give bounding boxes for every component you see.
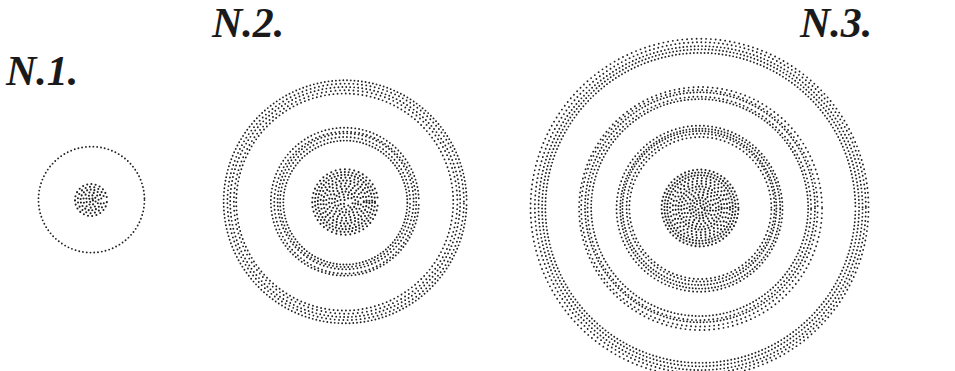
dot-ring [617,126,783,292]
dot-ring [274,132,416,274]
dot-ring [591,99,808,316]
dot-ring [335,192,356,213]
dot-ring [283,141,407,265]
dot-ring [315,172,375,232]
dot-ring [318,175,372,229]
dot-ring [337,194,352,209]
dot-ring [585,92,815,322]
dot-ring [673,181,727,235]
dot-ring [343,200,347,204]
figure-number: N.1. [6,48,78,94]
dot-ring [323,180,366,223]
dot-ring [340,197,350,207]
dot-ring [75,184,107,216]
dot-ring [86,195,96,205]
dot-ring [542,49,859,366]
figure-label-box: N.1. [6,50,78,92]
dot-ring [329,186,361,218]
dot-ring [326,183,364,221]
dot-ring [332,189,358,215]
dot-ring [278,133,414,269]
dot-ring [535,42,866,371]
dot-ring [234,90,458,314]
dot-ring [230,87,460,317]
dot-ring [531,39,869,371]
dot-ring [620,129,780,289]
dot-ring [687,195,713,221]
dot-ring [38,147,144,253]
dot-ring [236,94,453,311]
dot-ring [692,200,707,215]
dot-ring [670,178,730,238]
dot-ring [664,172,735,243]
dot-ring [271,128,419,276]
figure-number: N.2. [212,0,284,46]
dot-ring [678,186,721,229]
dot-ring [629,137,771,279]
dot-ring [224,80,467,323]
dot-ring [581,90,818,327]
dot-ring [227,84,464,321]
dot-ring [690,198,711,219]
dot-ring [83,192,98,207]
figure-label-box: N.3. [800,2,872,44]
dot-ring [539,46,863,370]
dot-ring [588,97,812,320]
dot-ring [622,131,776,285]
dot-ring [321,178,370,227]
dot-ring [579,87,822,330]
dot-ring [280,137,410,267]
dot-ring [681,189,719,227]
dot-ring [312,169,378,235]
figure-label-box: N.2. [212,2,284,44]
dot-ring [695,203,705,213]
dot-ring [667,175,733,241]
dot-ring [684,192,716,224]
figure-number: N.3. [800,0,872,46]
dot-ring [676,184,725,233]
dot-ring [545,53,855,363]
dot-ring [627,134,775,282]
dot-ring [78,187,104,213]
dot-ring [698,206,702,210]
dot-ring [81,190,102,211]
dot-ring [89,198,93,202]
dot-ring [662,170,739,247]
